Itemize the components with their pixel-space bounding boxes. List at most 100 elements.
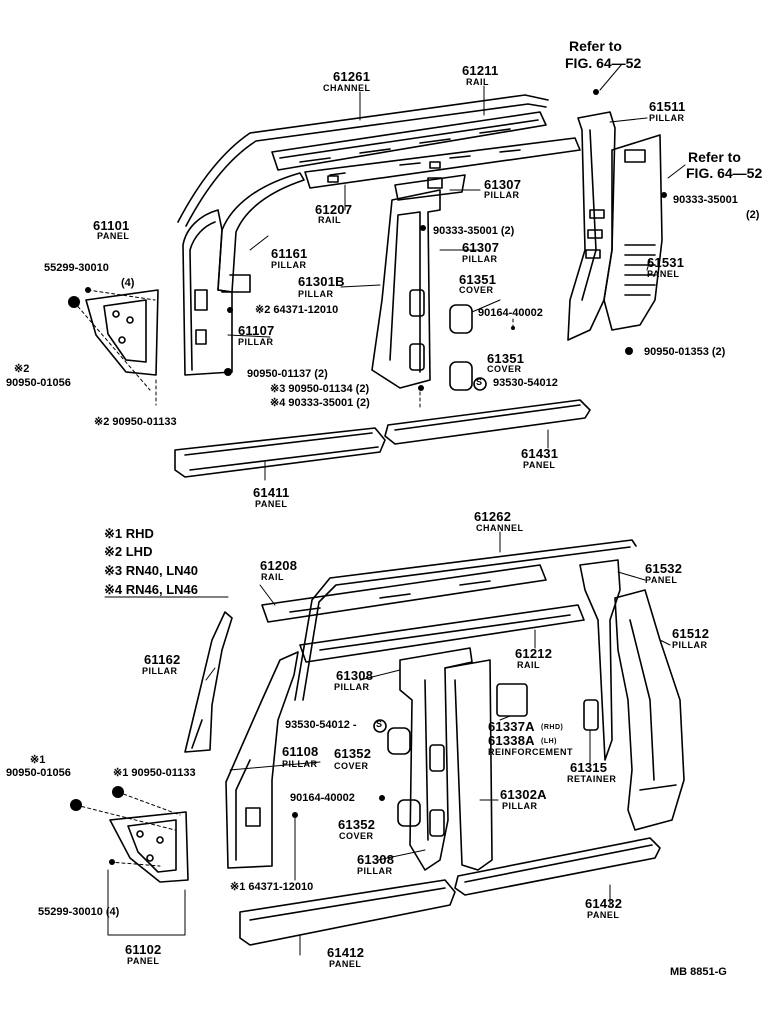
part-number-61102: 61102 bbox=[125, 942, 162, 957]
part-name-reinforcement: REINFORCEMENT bbox=[488, 747, 573, 757]
part-number-61108: 61108 bbox=[282, 744, 319, 759]
pillar-61302a-part bbox=[399, 647, 493, 871]
part-note-lh: (LH) bbox=[541, 738, 557, 745]
part-name-panel: PANEL bbox=[329, 959, 362, 969]
legend-rn46: ※4 RN46, LN46 bbox=[104, 582, 198, 597]
part-number-55299-30010-lower: 55299-30010 (4) bbox=[38, 906, 120, 918]
legend-rhd: ※1 RHD bbox=[104, 526, 154, 541]
part-name-pillar: PILLAR bbox=[238, 337, 274, 347]
part-number-61411: 61411 bbox=[253, 485, 290, 500]
part-number-64371-12010: ※2 64371-12010 bbox=[255, 304, 339, 316]
leader-lines-lower-solid bbox=[107, 531, 671, 956]
cover-61352-lower-part bbox=[397, 799, 421, 827]
part-name-pillar: PILLAR bbox=[462, 254, 498, 264]
part-name-panel: PANEL bbox=[645, 575, 678, 585]
panel-61531-part bbox=[603, 134, 663, 331]
part-number-61211: 61211 bbox=[462, 63, 499, 78]
rail-61211-part bbox=[271, 111, 547, 171]
s-symbol-upper bbox=[473, 377, 487, 391]
part-number-61308-upper: 61308 bbox=[336, 668, 374, 683]
part-name-rail: RAIL bbox=[517, 660, 540, 670]
lhd-mark: ※2 bbox=[14, 363, 30, 375]
leader-lines-upper bbox=[73, 289, 514, 411]
part-number-61302a: 61302A bbox=[500, 787, 547, 802]
legend-lhd: ※2 LHD bbox=[104, 544, 153, 559]
channel-61262-part bbox=[294, 539, 637, 701]
pillar-61511-part bbox=[567, 111, 616, 341]
fasteners-upper bbox=[68, 89, 667, 391]
part-number-90164-40002-lower: 90164-40002 bbox=[290, 792, 355, 804]
part-name-panel: PANEL bbox=[127, 956, 160, 966]
retainer-61315-part bbox=[583, 699, 599, 731]
pillar-61162-part bbox=[184, 611, 233, 753]
part-number-61338a: 61338A bbox=[488, 733, 535, 748]
part-number-90950-01134: ※3 90950-01134 (2) bbox=[270, 383, 370, 395]
part-number-90950-01353: 90950-01353 (2) bbox=[644, 346, 726, 358]
part-name-pillar: PILLAR bbox=[298, 289, 334, 299]
part-name-panel: PANEL bbox=[587, 910, 620, 920]
fig-ref-right: FIG. 64—52 bbox=[686, 165, 763, 181]
part-number-55299-30010: 55299-30010 bbox=[44, 262, 109, 274]
rail-61207-part bbox=[304, 137, 581, 189]
part-name-pillar: PILLAR bbox=[142, 666, 178, 676]
part-number-61531: 61531 bbox=[647, 255, 685, 270]
part-number-61532: 61532 bbox=[645, 561, 683, 576]
part-number-61162: 61162 bbox=[144, 652, 181, 667]
rhd-mark: ※1 bbox=[30, 754, 46, 766]
s-symbol-lower bbox=[373, 719, 387, 733]
part-name-rail: RAIL bbox=[261, 572, 284, 582]
pillar-61301b-part bbox=[371, 189, 441, 389]
part-number-90950-01056-lower: 90950-01056 bbox=[6, 767, 71, 779]
part-number-90333-35001-right: 90333-35001 bbox=[673, 194, 738, 206]
part-name-pillar: PILLAR bbox=[282, 759, 318, 769]
pillar-61512-part bbox=[614, 589, 685, 831]
part-number-61337a: 61337A bbox=[488, 719, 535, 734]
part-number-61412: 61412 bbox=[327, 945, 365, 960]
part-number-61161: 61161 bbox=[271, 246, 308, 261]
part-number-61352-lower: 61352 bbox=[338, 817, 376, 832]
part-number-61301b: 61301B bbox=[298, 274, 345, 289]
part-name-channel: CHANNEL bbox=[323, 83, 371, 93]
part-number-61307-upper: 61307 bbox=[484, 177, 522, 192]
panel-61101-part bbox=[85, 289, 159, 376]
pillar-61161-part bbox=[217, 172, 305, 293]
part-number-61315: 61315 bbox=[570, 760, 608, 775]
part-number-61101: 61101 bbox=[93, 218, 130, 233]
rail-61208-part bbox=[261, 564, 547, 623]
cover-61352-upper-part bbox=[387, 727, 411, 755]
part-number-61107: 61107 bbox=[238, 323, 275, 338]
part-number-61308-lower: 61308 bbox=[357, 852, 395, 867]
panel-61431-part bbox=[384, 399, 591, 445]
part-number-61212: 61212 bbox=[515, 646, 553, 661]
pillar-61307-part bbox=[394, 174, 466, 201]
part-number-93530-54012-lower: 93530-54012 - bbox=[285, 719, 357, 731]
part-name-pillar: PILLAR bbox=[484, 190, 520, 200]
part-name-cover: COVER bbox=[339, 831, 374, 841]
part-name-rail: RAIL bbox=[466, 77, 489, 87]
refer-to-label-top: Refer to bbox=[569, 38, 622, 54]
part-number-90950-01133: ※2 90950-01133 bbox=[94, 416, 177, 428]
part-name-cover: COVER bbox=[334, 761, 369, 771]
leader-lines-upper-solid bbox=[227, 63, 686, 481]
part-name-pillar: PILLAR bbox=[271, 260, 307, 270]
part-name-panel: PANEL bbox=[97, 231, 130, 241]
qty-90333-35001-right: (2) bbox=[746, 209, 760, 221]
s-mark-upper: S bbox=[476, 377, 483, 387]
part-name-pillar: PILLAR bbox=[672, 640, 708, 650]
part-number-61351-upper: 61351 bbox=[459, 272, 497, 287]
part-name-rail: RAIL bbox=[318, 215, 341, 225]
channel-61261-part bbox=[177, 94, 549, 227]
part-name-cover: COVER bbox=[459, 285, 494, 295]
s-mark-lower: S bbox=[376, 719, 383, 729]
pillar-61107-part bbox=[182, 209, 233, 376]
part-number-61208: 61208 bbox=[260, 558, 298, 573]
legend-rn40: ※3 RN40, LN40 bbox=[104, 563, 198, 578]
part-number-90950-01133-lower: ※1 90950-01133 bbox=[113, 767, 196, 779]
part-number-61307-lower: 61307 bbox=[462, 240, 500, 255]
panel-61411-part bbox=[174, 427, 386, 478]
part-number-64371-12010-lower: ※1 64371-12010 bbox=[230, 881, 314, 893]
part-number-61432: 61432 bbox=[585, 896, 623, 911]
part-name-panel: PANEL bbox=[255, 499, 288, 509]
part-note-rhd: (RHD) bbox=[541, 724, 564, 731]
